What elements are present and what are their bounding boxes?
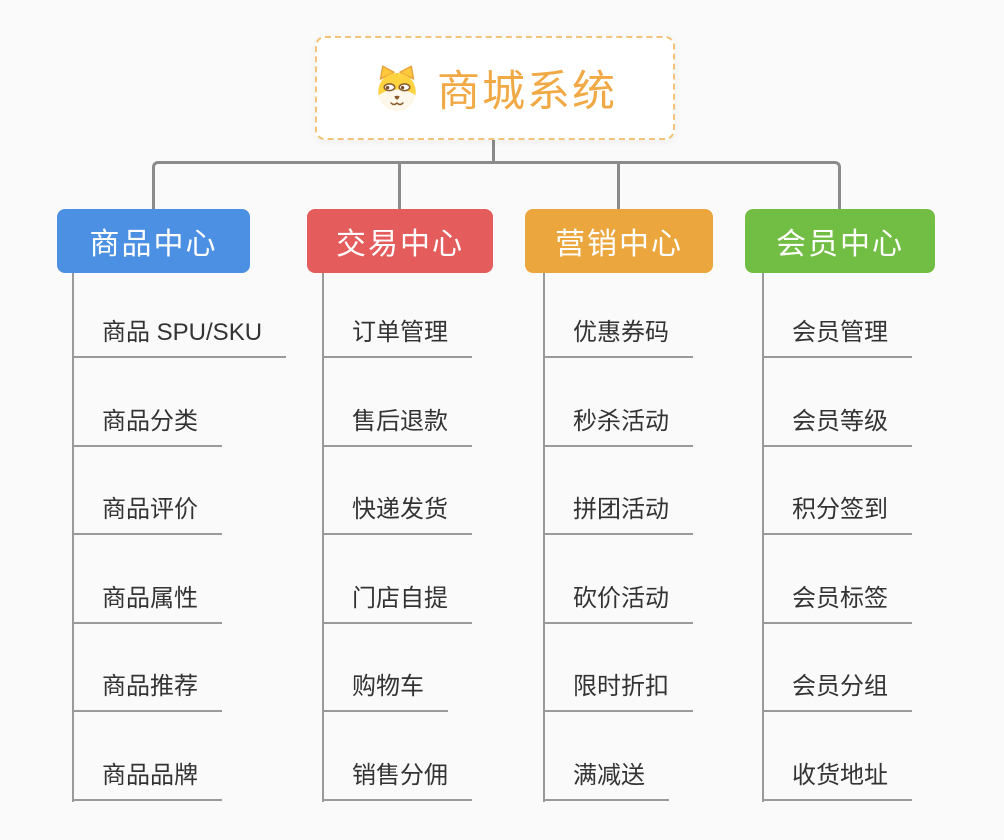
- leaf-item[interactable]: 商品评价: [72, 495, 222, 535]
- leaf-item[interactable]: 会员管理: [762, 318, 912, 358]
- leaf-item[interactable]: 会员标签: [762, 584, 912, 624]
- leaf-item[interactable]: 商品品牌: [72, 761, 222, 801]
- connector-root-stem: [492, 140, 495, 164]
- connector-drop-branch-2: [398, 164, 401, 210]
- leaf-item[interactable]: 商品属性: [72, 584, 222, 624]
- branch-leaf-column: 订单管理售后退款快递发货门店自提购物车销售分佣: [322, 273, 572, 802]
- branch-trunk-line: [543, 273, 545, 802]
- leaf-item[interactable]: 商品 SPU/SKU: [72, 318, 287, 358]
- branch-leaf-column: 商品 SPU/SKU 商品分类商品评价商品属性商品推荐商品品牌: [72, 273, 322, 802]
- leaf-item[interactable]: 满减送: [543, 761, 669, 801]
- leaf-item[interactable]: 砍价活动: [543, 584, 693, 624]
- branch-header-1[interactable]: 商品中心: [57, 209, 250, 273]
- leaf-item[interactable]: 商品推荐: [72, 672, 222, 712]
- leaf-item[interactable]: 购物车: [322, 672, 448, 712]
- branch-header-4[interactable]: 会员中心: [745, 209, 935, 273]
- dog-face-icon: [378, 65, 416, 111]
- connector-bus-left: [152, 161, 494, 210]
- root-node[interactable]: 商城系统: [315, 36, 675, 140]
- branch-label: 营销中心: [555, 228, 683, 261]
- leaf-item[interactable]: 秒杀活动: [543, 407, 693, 447]
- branch-label: 交易中心: [336, 228, 464, 261]
- branch-label: 会员中心: [776, 228, 904, 261]
- leaf-item[interactable]: 拼团活动: [543, 495, 693, 535]
- leaf-item[interactable]: 订单管理: [322, 318, 472, 358]
- leaf-item[interactable]: 门店自提: [322, 584, 472, 624]
- leaf-item[interactable]: 商品分类: [72, 407, 222, 447]
- leaf-item[interactable]: 售后退款: [322, 407, 472, 447]
- leaf-item[interactable]: 限时折扣: [543, 672, 693, 712]
- branch-leaf-column: 优惠券码秒杀活动拼团活动砍价活动限时折扣满减送: [543, 273, 793, 802]
- leaf-item[interactable]: 会员分组: [762, 672, 912, 712]
- branch-label: 商品中心: [89, 228, 218, 261]
- leaf-item[interactable]: 收货地址: [762, 761, 912, 801]
- root-title: 商城系统: [437, 68, 617, 116]
- leaf-item[interactable]: 快递发货: [322, 495, 472, 535]
- connector-drop-branch-3: [617, 164, 620, 210]
- branch-header-2[interactable]: 交易中心: [307, 209, 493, 273]
- leaf-item[interactable]: 积分签到: [762, 495, 912, 535]
- leaf-item[interactable]: 优惠券码: [543, 318, 693, 358]
- branch-header-3[interactable]: 营销中心: [525, 209, 713, 273]
- branch-trunk-line: [322, 273, 324, 802]
- leaf-item[interactable]: 销售分佣: [322, 761, 472, 801]
- branch-leaf-column: 会员管理会员等级积分签到会员标签会员分组收货地址: [762, 273, 1004, 802]
- connector-bus-right: [494, 161, 841, 210]
- branch-trunk-line: [72, 273, 74, 802]
- branch-trunk-line: [762, 273, 764, 802]
- leaf-item[interactable]: 会员等级: [762, 407, 912, 447]
